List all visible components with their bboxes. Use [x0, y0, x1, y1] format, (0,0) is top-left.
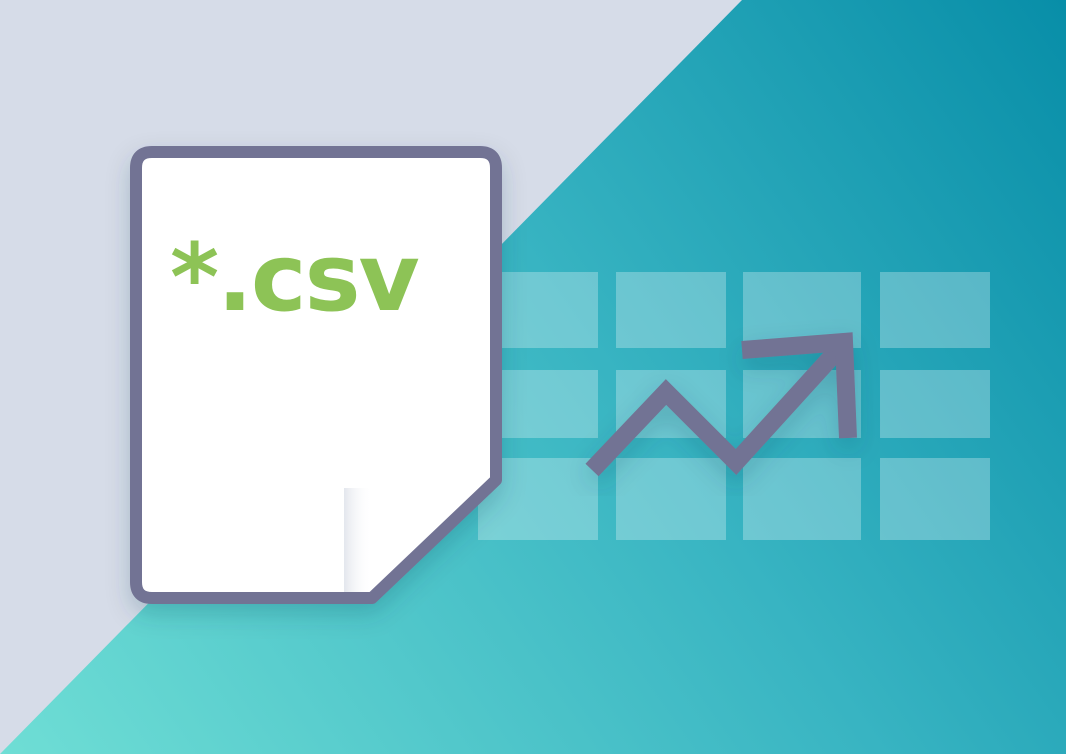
grid-cell	[880, 458, 990, 540]
csv-file-icon	[130, 146, 502, 604]
grid-cell	[616, 272, 726, 348]
grid-cell	[743, 458, 861, 540]
file-body	[130, 146, 502, 604]
file-extension-label: *.csv	[170, 224, 420, 333]
grid-cell	[616, 458, 726, 540]
grid-cell	[880, 272, 990, 348]
grid-cell	[880, 370, 990, 438]
file-fold-shade	[344, 488, 372, 592]
trend-up-arrow-icon	[585, 332, 857, 477]
